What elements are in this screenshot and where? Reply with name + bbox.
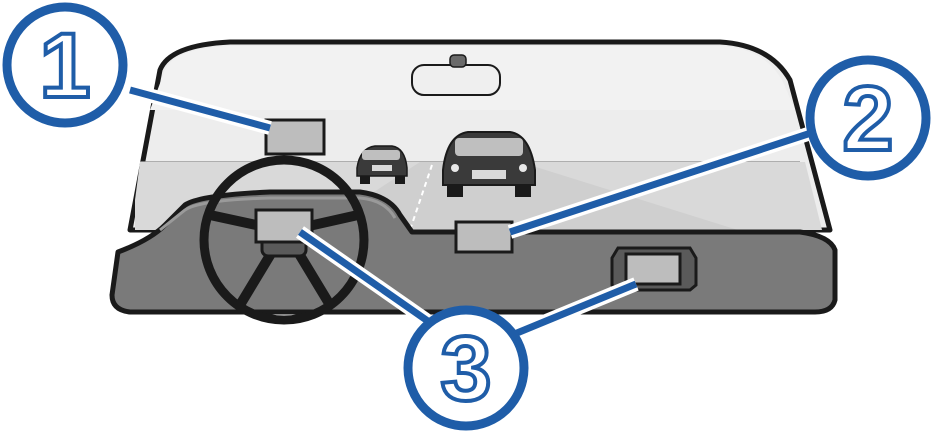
device-lower-center bbox=[454, 220, 514, 254]
car-large-icon bbox=[442, 131, 536, 197]
callout-1-label: 1 bbox=[39, 15, 90, 117]
callout-3: 3 bbox=[403, 305, 529, 431]
mirror-mount bbox=[449, 54, 467, 68]
callout-2-label: 2 bbox=[842, 68, 893, 170]
device-upper-left bbox=[264, 118, 326, 156]
rearview-mirror bbox=[411, 64, 501, 96]
road bbox=[300, 162, 770, 240]
car-small-icon bbox=[356, 145, 408, 184]
device-vent bbox=[624, 252, 682, 286]
callout-1: 1 bbox=[2, 2, 128, 128]
callout-3-label: 3 bbox=[440, 318, 491, 420]
road-lane-marking bbox=[409, 164, 433, 231]
callout-2: 2 bbox=[805, 55, 931, 181]
dashboard-top-trim bbox=[159, 196, 397, 232]
